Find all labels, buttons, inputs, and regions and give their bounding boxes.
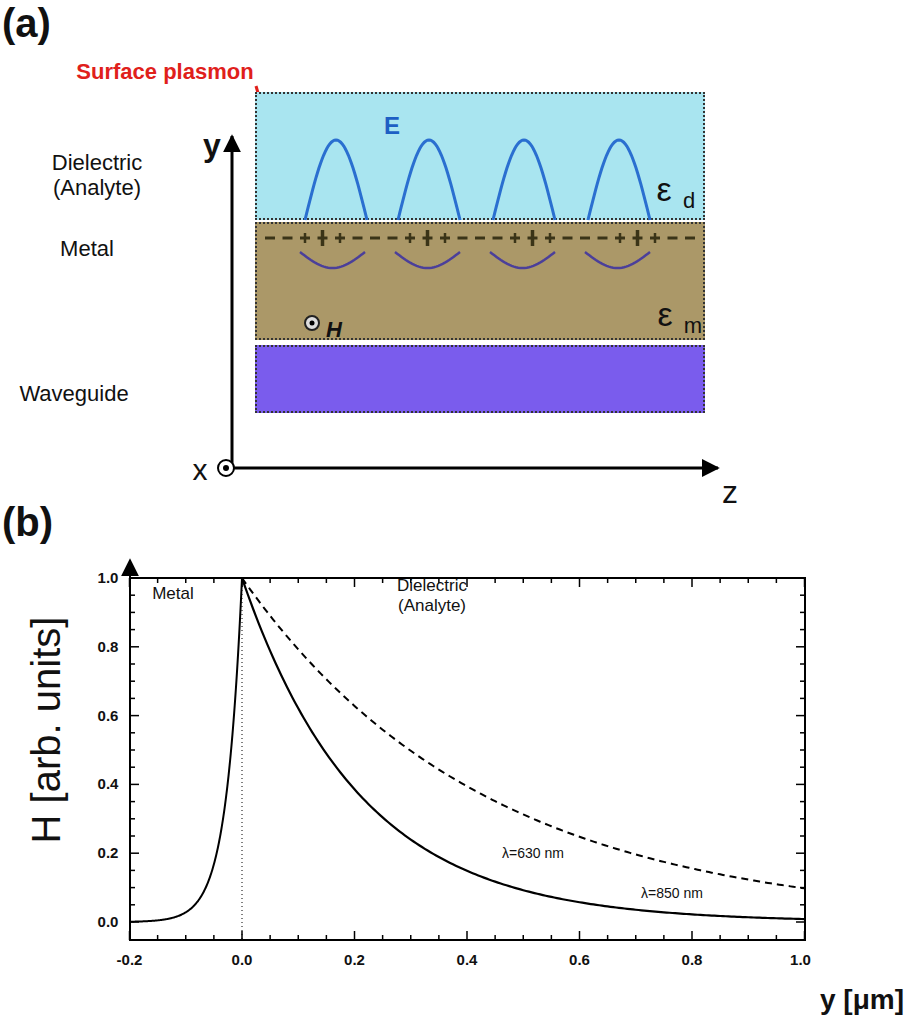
tick-label: 0.6 [98, 707, 119, 724]
layer-heading: Dielectric (Analyte) [11, 150, 183, 201]
axis-label: y [203, 127, 221, 164]
tick-label: 0.6 [569, 951, 590, 968]
interface-line [242, 578, 243, 940]
curve-label: λ=850 nm [639, 885, 705, 901]
tick-label: 0.0 [232, 951, 253, 968]
region-label: Dielectric (Analyte) [380, 576, 484, 615]
material-layer: Waveguide [255, 345, 705, 413]
e-field-arches [305, 140, 650, 220]
y-axis-arrow [231, 136, 234, 468]
axis-ticks [130, 578, 806, 940]
axis-title: H [arb. units] [23, 617, 69, 844]
curve-630 [242, 578, 805, 919]
tick-label: 0.4 [457, 951, 478, 968]
tick-label: 0.2 [98, 845, 119, 862]
callout-label: Surface plasmon [76, 59, 253, 84]
axis-title: y [μm] [820, 984, 904, 1016]
axis-label: z [722, 474, 738, 511]
panel-label: (a) [2, 0, 51, 46]
plot-frame [130, 578, 805, 940]
axis-label: x [193, 453, 208, 488]
tick-label: 1.0 [98, 569, 119, 586]
tick-label: 0.0 [98, 913, 119, 930]
panel-label: (b) [2, 499, 53, 545]
surface-charges [265, 230, 695, 246]
field-label: E [384, 112, 400, 140]
layer-heading: Waveguide [0, 381, 154, 406]
region-label: Metal [152, 584, 194, 604]
permittivity-subscript: m [684, 313, 702, 338]
metal-field-arcs [300, 252, 650, 268]
metal-decay-curve [130, 578, 243, 922]
z-axis-arrow [232, 467, 718, 470]
permittivity-subscript: d [683, 188, 695, 213]
tick-label: 1.0 [790, 951, 811, 968]
curve-850 [242, 578, 805, 888]
tick-label: 0.2 [344, 951, 365, 968]
tick-label: 0.4 [98, 776, 119, 793]
tick-label: 0.8 [682, 951, 703, 968]
x-axis-dot [223, 465, 229, 471]
x-axis-symbol [218, 460, 234, 476]
layer-heading: Metal [17, 236, 157, 261]
h-field-symbol [305, 316, 319, 330]
curve-label: λ=630 nm [500, 845, 566, 861]
h-field-dot [310, 321, 315, 326]
tick-label: -0.2 [117, 951, 143, 968]
h-axis-arrow [129, 560, 131, 578]
tick-label: 0.8 [98, 638, 119, 655]
permittivity-symbol: ε [657, 295, 672, 334]
field-label: H [326, 317, 342, 342]
permittivity-symbol: ε [656, 170, 671, 209]
